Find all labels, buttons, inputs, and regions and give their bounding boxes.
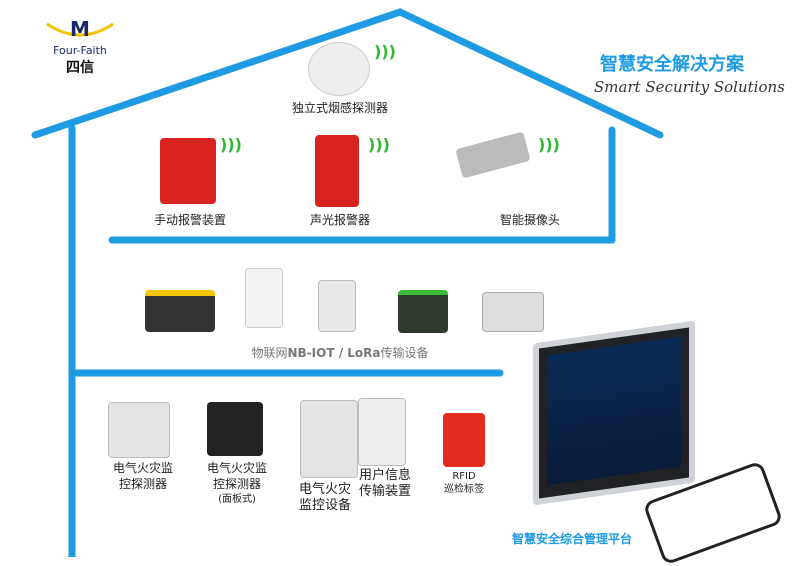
label-line: 电气火灾 — [298, 482, 351, 497]
platform-label: 智慧安全综合管理平台 — [512, 532, 633, 546]
wifi-icon: ))) — [220, 135, 242, 154]
label-line: 电气火灾监 — [206, 461, 267, 475]
lora-module-image — [245, 268, 283, 328]
router-image — [398, 290, 448, 333]
monitor-device-label: 电气火灾监控设备 — [290, 482, 360, 514]
network-bold: NB-IOT / LoRa — [287, 346, 381, 360]
panel-detector-label: 电气火灾监控探测器 (面板式) — [192, 460, 282, 508]
sound-light-alarm-image — [315, 135, 359, 207]
manual-alarm-label: 手动报警装置 — [153, 213, 226, 227]
svg-text:M: M — [70, 18, 90, 40]
outdoor-gateway-image — [482, 292, 544, 332]
panel-detector-image — [207, 402, 263, 456]
fire-detector-label: 电气火灾监控探测器 — [98, 460, 188, 492]
rfid-tag-image — [443, 413, 485, 467]
smoke-detector-label: 独立式烟感探测器 — [291, 101, 388, 115]
transmission-device-label: 用户信息传输装置 — [352, 468, 418, 500]
wifi-icon: ))) — [374, 42, 396, 61]
label-line: 电气火灾监 — [112, 461, 173, 475]
monitor-device-image — [300, 400, 358, 478]
gateway-image — [145, 290, 215, 332]
label-note: (面板式) — [218, 494, 256, 505]
network-prefix: 物联网 — [251, 346, 288, 360]
logo: M Four-Faith 四信 — [40, 17, 120, 77]
label-line: 控探测器 — [212, 477, 261, 491]
network-label: 物联网NB-IOT / LoRa传输设备 — [230, 345, 450, 361]
logo-brand: Four-Faith — [53, 44, 107, 57]
label-line: 监控设备 — [298, 498, 351, 513]
logo-mark-icon: M — [46, 17, 114, 41]
page-title: 智慧安全解决方案 — [600, 54, 744, 75]
dashboard-screen — [547, 336, 681, 486]
transmission-device-image — [358, 398, 406, 466]
label-line: 控探测器 — [118, 477, 167, 491]
dtu-image — [318, 280, 356, 332]
wifi-icon: ))) — [368, 135, 390, 154]
fire-detector-image — [108, 402, 170, 458]
label-line: 传输装置 — [358, 484, 411, 499]
wifi-icon: ))) — [538, 135, 560, 154]
smoke-detector-image — [308, 42, 370, 96]
rfid-tag-label: RFID 巡检标签 — [434, 470, 494, 496]
camera-label: 智能摄像头 — [499, 213, 560, 227]
label-line: 用户信息 — [358, 468, 411, 483]
logo-cn: 四信 — [66, 60, 94, 76]
label-line: RFID — [452, 471, 476, 482]
sound-light-alarm-label: 声光报警器 — [309, 213, 370, 227]
label-line: 巡检标签 — [444, 484, 484, 495]
network-suffix: 传输设备 — [380, 346, 429, 360]
manual-alarm-image — [160, 138, 216, 204]
monitor-image — [533, 320, 695, 506]
page-subtitle: Smart Security Solutions — [594, 78, 785, 96]
